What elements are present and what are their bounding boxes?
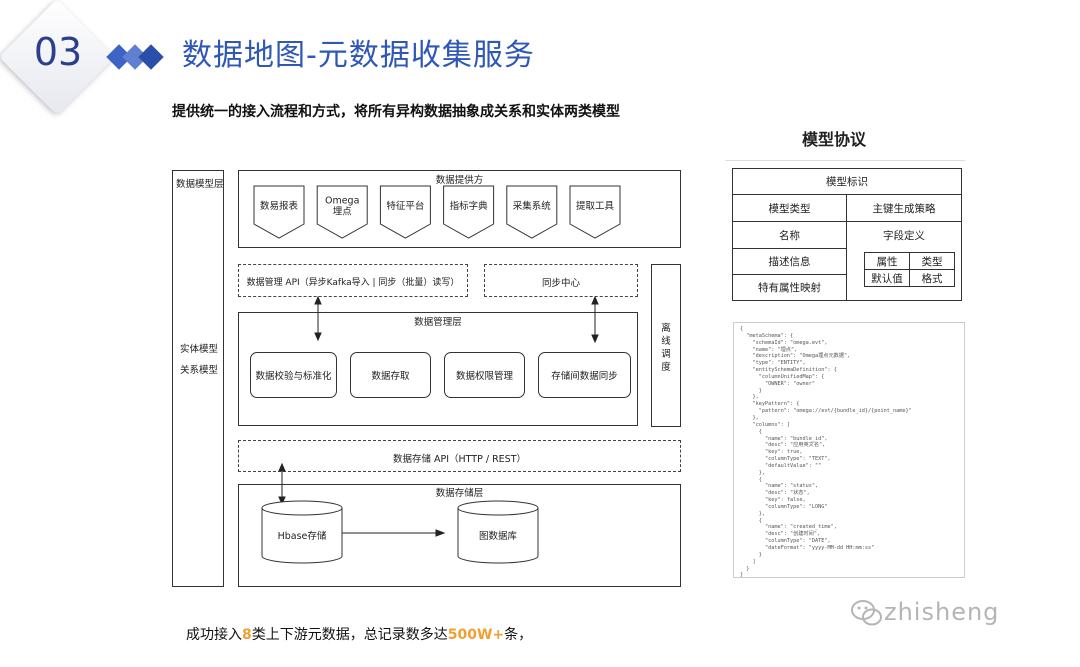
page-subtitle: 提供统一的接入流程和方式，将所有异构数据抽象成关系和实体两类模型	[172, 104, 620, 120]
sync-center-label: 同步中心	[541, 278, 580, 289]
section-number: 03	[33, 30, 83, 74]
management-api-label: 数据管理 API（异步Kafka导入 | 同步（批量）读写）	[246, 278, 460, 288]
summary-total: 500W+	[447, 627, 505, 643]
summary-middle: 类上下游元数据，总记录数多达	[251, 627, 448, 643]
page-title: 数据地图-元数据收集服务	[182, 38, 535, 73]
json-schema-code: { "metaSchema": { "schemaId": "omega.evt…	[740, 326, 912, 578]
graph-db-label: 图数据库	[478, 531, 517, 542]
json-schema-sample: { "metaSchema": { "schemaId": "omega.evt…	[733, 322, 965, 578]
storage-api-label: 数据存储 API（HTTP / REST）	[392, 454, 527, 465]
offline-schedule-box	[651, 264, 681, 427]
protocol-cell: 名称	[732, 221, 847, 249]
summary-suffix: 条，	[504, 627, 533, 643]
hbase-label: Hbase存储	[277, 531, 327, 542]
provider-shapes: 数易报表 Omega埋点 特征平台 指标字典 采集系统 提取工具	[253, 185, 621, 239]
storage-api-box	[238, 440, 681, 472]
protocol-cell: 类型	[909, 252, 955, 270]
wechat-icon	[851, 600, 882, 626]
provider-shape	[379, 185, 431, 239]
management-layer-label: 数据管理层	[414, 317, 462, 328]
protocol-cell: 格式	[909, 269, 955, 287]
provider-shape	[569, 185, 621, 239]
protocol-cell: 模型类型	[732, 194, 847, 222]
sync-center-box	[484, 264, 638, 297]
provider-label: 指标字典	[450, 200, 489, 212]
management-item: 存储间数据同步	[538, 352, 631, 398]
relation-model-label: 关系模型	[180, 365, 219, 376]
summary-count: 8	[242, 627, 252, 643]
protocol-title: 模型协议	[802, 130, 867, 149]
data-provider-label: 数据提供方	[435, 175, 484, 186]
summary-text: 成功接入8类上下游元数据，总记录数多达500W+条，	[186, 624, 532, 644]
storage-layer-label: 数据存储层	[435, 488, 484, 499]
provider-shape	[506, 185, 558, 239]
entity-model-label: 实体模型	[180, 344, 219, 355]
model-layer-column	[172, 170, 224, 587]
summary-prefix: 成功接入	[186, 627, 242, 643]
provider-shape	[316, 185, 368, 239]
protocol-cell: 主键生成策略	[846, 194, 962, 222]
provider-label: 提取工具	[576, 200, 615, 212]
model-layer-label: 数据模型层	[176, 179, 224, 190]
management-item: 数据校验与标准化	[250, 352, 337, 398]
protocol-cell: 特有属性映射	[732, 274, 847, 301]
watermark: zhisheng	[884, 598, 1000, 626]
protocol-cell: 模型标识	[732, 168, 962, 195]
provider-shape	[443, 185, 495, 239]
offline-schedule-label: 离 线 调 度	[661, 323, 671, 373]
management-api-box	[238, 264, 468, 297]
provider-label: 采集系统	[513, 200, 552, 212]
management-item: 数据权限管理	[444, 352, 525, 398]
field-def-label: 字段定义	[883, 230, 925, 242]
provider-label: 特征平台	[386, 200, 424, 212]
divider	[725, 160, 965, 161]
protocol-cell: 默认值	[864, 269, 910, 287]
protocol-cell: 描述信息	[732, 248, 847, 275]
provider-label: Omega	[325, 196, 359, 207]
provider-label: 数易报表	[260, 200, 299, 212]
provider-shape	[253, 185, 305, 239]
protocol-cell: 属性	[864, 252, 910, 270]
management-item: 数据存取	[350, 352, 431, 398]
provider-label: 埋点	[333, 207, 353, 218]
